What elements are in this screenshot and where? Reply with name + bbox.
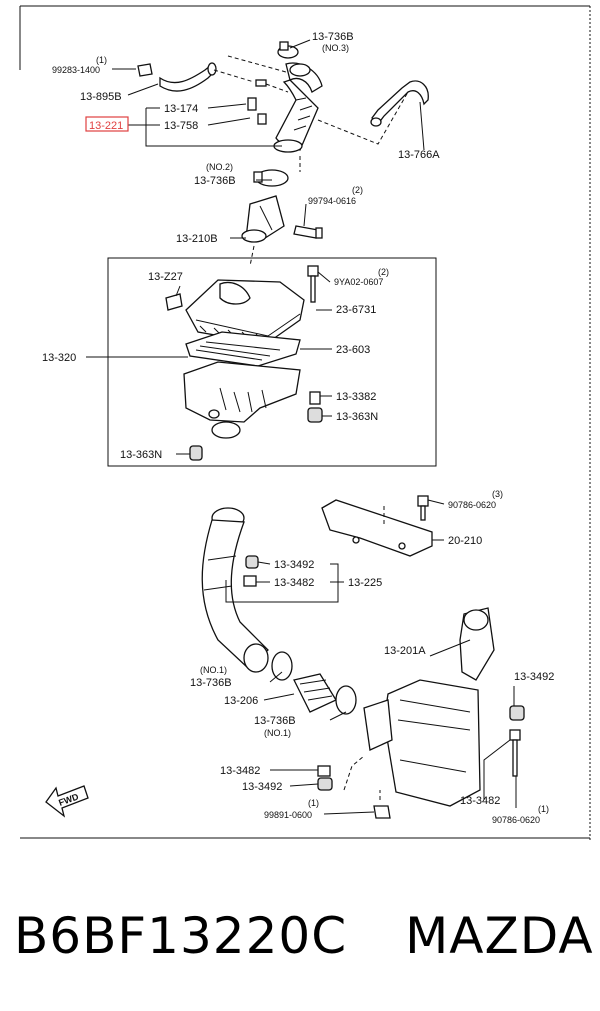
nut-99891-drawing xyxy=(373,805,391,819)
label-13-766a: 13-766A xyxy=(398,149,440,161)
label-9ya02-0607: 9YA02-0607 xyxy=(334,277,383,287)
label-13-3492-a: 13-3492 xyxy=(274,559,314,571)
grommet-13-3492a-drawing xyxy=(245,555,259,569)
label-13-174: 13-174 xyxy=(164,103,198,115)
clamp-no1a-drawing xyxy=(271,651,293,681)
grommet-13-363n-right-drawing xyxy=(307,407,323,423)
resonator-duct-drawing xyxy=(201,507,269,673)
label-13-z27: 13-Z27 xyxy=(148,271,183,283)
label-13-210b: 13-210B xyxy=(176,233,218,245)
bolt-9ya02-drawing xyxy=(307,265,319,303)
label-13-3482-b: 13-3482 xyxy=(220,765,260,777)
label-90786-0620-top: 90786-0620 xyxy=(448,500,496,510)
clamp-no1b-drawing xyxy=(335,685,357,715)
label-13-736b-no2: 13-736B xyxy=(194,175,236,187)
label-13-363n-left: 13-363N xyxy=(120,449,162,461)
air-duct-13-221-drawing xyxy=(273,62,323,153)
label-13-736b-top: 13-736B xyxy=(312,31,354,43)
label-no1-a: (NO.1) xyxy=(200,665,227,675)
grommet-13-363n-left-drawing xyxy=(189,445,203,461)
label-13-201a: 13-201A xyxy=(384,645,426,657)
label-13-363n-right: 13-363N xyxy=(336,411,378,423)
label-13-3492-right: 13-3492 xyxy=(514,671,554,683)
grommet-13-3482a-drawing xyxy=(243,575,257,587)
bolt-90786-bottom-drawing xyxy=(509,729,521,777)
connector-13-206-drawing xyxy=(293,673,337,713)
resonator-13-201a-drawing xyxy=(363,607,495,807)
grommet-13-3492-bottom-drawing xyxy=(317,777,333,791)
grommet-13-3382-drawing xyxy=(309,391,321,405)
clip-99283-drawing xyxy=(137,63,153,77)
air-filter-drawing xyxy=(185,331,301,367)
label-13-736b-no1-b: 13-736B xyxy=(254,715,296,727)
label-13-320: 13-320 xyxy=(42,352,76,364)
label-20-210: 20-210 xyxy=(448,535,482,547)
label-qty-90786a: (3) xyxy=(492,489,503,499)
bolt-13-174-drawing xyxy=(247,79,267,125)
label-13-225: 13-225 xyxy=(348,577,382,589)
air-cleaner-frame xyxy=(107,257,437,467)
grommet-13-3482-bottom-drawing xyxy=(317,765,331,777)
label-13-3482-c: 13-3482 xyxy=(460,795,500,807)
label-13-3382: 13-3382 xyxy=(336,391,376,403)
parts-diagram: (1) 99283-1400 13-895B 13-174 13-221 13-… xyxy=(19,5,591,840)
bolt-90786-top-drawing xyxy=(417,495,429,521)
label-99794-0616: 99794-0616 xyxy=(308,196,356,206)
label-13-3492-b: 13-3492 xyxy=(242,781,282,793)
part-caption: B6BF13220C MAZDA xyxy=(14,896,594,976)
label-13-206: 13-206 xyxy=(224,695,258,707)
label-no2: (NO.2) xyxy=(206,162,233,172)
hose-13-895b-drawing xyxy=(159,62,217,92)
leader-lines xyxy=(86,39,517,815)
label-13-221: 13-221 xyxy=(89,120,123,132)
brand-name: MAZDA xyxy=(405,907,594,965)
part-number: B6BF13220C xyxy=(14,907,348,965)
label-23-603: 23-603 xyxy=(336,344,370,356)
intake-13-210b-drawing xyxy=(241,195,285,243)
label-13-895b: 13-895B xyxy=(80,91,122,103)
label-99891-0600: 99891-0600 xyxy=(264,810,312,820)
label-23-6731: 23-6731 xyxy=(336,304,376,316)
label-qty-9ya02: (2) xyxy=(378,267,389,277)
label-qty-99891: (1) xyxy=(308,798,319,808)
label-99283-1400: 99283-1400 xyxy=(52,65,100,75)
air-cleaner-cover-drawing xyxy=(185,279,305,345)
air-cleaner-case-drawing xyxy=(183,361,301,439)
label-qty-99794: (2) xyxy=(352,185,363,195)
label-13-736b-no1-a: 13-736B xyxy=(190,677,232,689)
label-13-3482-a: 13-3482 xyxy=(274,577,314,589)
label-qty-99283: (1) xyxy=(96,55,107,65)
clamp-no2-drawing xyxy=(253,169,289,187)
grommet-13-3492-right-drawing xyxy=(509,705,525,721)
bolt-99794-drawing xyxy=(293,225,323,239)
label-qty-90786b: (1) xyxy=(538,804,549,814)
bracket-20-210-drawing xyxy=(321,499,433,557)
label-13-758: 13-758 xyxy=(164,120,198,132)
clamp-no3-drawing xyxy=(277,41,299,59)
label-no3: (NO.3) xyxy=(322,43,349,53)
label-90786-0620-bottom: 90786-0620 xyxy=(492,815,540,825)
clip-13-z27-drawing xyxy=(165,293,183,311)
fwd-arrow-icon xyxy=(45,785,89,818)
highlight-box-13-221 xyxy=(85,116,129,132)
label-no1-b: (NO.1) xyxy=(264,728,291,738)
hose-13-766a-drawing xyxy=(370,80,429,127)
